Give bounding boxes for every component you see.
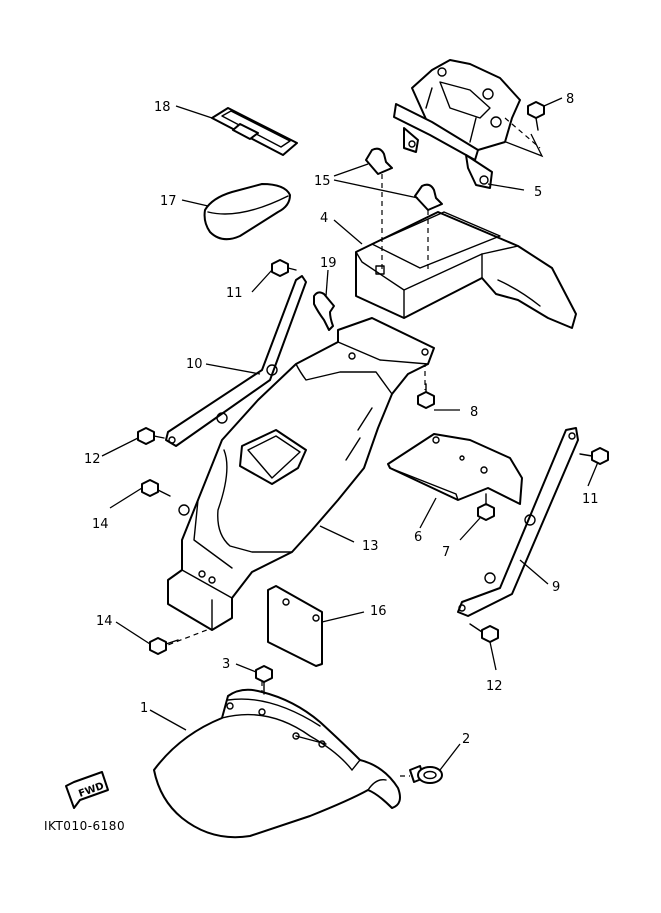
callout-7: 7 xyxy=(442,545,450,560)
callout-labels: 18 17 8 15 5 4 11 19 10 8 12 11 14 13 6 … xyxy=(84,92,599,747)
callout-18: 18 xyxy=(154,100,171,115)
callout-8-upper: 8 xyxy=(566,92,574,107)
callout-11-right: 11 xyxy=(582,492,599,507)
part-13-rear-fender xyxy=(167,317,435,631)
callout-14-upper: 14 xyxy=(92,517,109,532)
callout-16: 16 xyxy=(370,604,387,619)
bolt-11-upper xyxy=(271,259,297,277)
callout-4: 4 xyxy=(320,211,328,226)
callout-11-upper: 11 xyxy=(226,286,243,301)
callout-9: 9 xyxy=(552,580,560,595)
bolt-12-left xyxy=(137,427,165,445)
bolt-8-upper xyxy=(527,101,545,131)
callout-12-right: 12 xyxy=(486,679,503,694)
part-17-cushion xyxy=(203,183,291,241)
fwd-arrow-icon: FWD xyxy=(65,771,109,809)
part-10-stay-left xyxy=(165,275,307,447)
grommet-2 xyxy=(409,765,443,784)
bolt-3 xyxy=(255,665,273,695)
callout-8-lower: 8 xyxy=(470,405,478,420)
callout-2: 2 xyxy=(462,732,470,747)
part-16-plate xyxy=(267,585,323,667)
callout-3: 3 xyxy=(222,657,230,672)
part-19-bracket xyxy=(313,291,335,331)
callout-10: 10 xyxy=(186,357,203,372)
part-5-bracket xyxy=(393,59,521,189)
callout-12-left: 12 xyxy=(84,452,101,467)
part-4-battery-box xyxy=(355,211,577,329)
part-18-band xyxy=(211,107,298,156)
part-15-clips xyxy=(365,147,443,211)
bolt-8-lower xyxy=(417,383,435,409)
leader-lines xyxy=(101,97,599,771)
diagram-code: IKT010-6180 xyxy=(44,819,125,833)
callout-15: 15 xyxy=(314,174,331,189)
part-6-cover-plate xyxy=(387,433,523,505)
callout-17: 17 xyxy=(160,194,177,209)
part-9-stay-right xyxy=(457,427,579,617)
bolt-12-right xyxy=(469,623,499,643)
bolt-7 xyxy=(477,493,495,521)
bolt-14-upper xyxy=(141,479,171,497)
callout-14-lower: 14 xyxy=(96,614,113,629)
part-1-front-fender xyxy=(153,688,401,839)
callout-5: 5 xyxy=(534,185,542,200)
callout-13: 13 xyxy=(362,539,379,554)
bolt-14-lower xyxy=(149,637,179,655)
bolt-11-right xyxy=(579,447,609,465)
callout-6: 6 xyxy=(414,530,422,545)
callout-19: 19 xyxy=(320,256,337,271)
callout-1: 1 xyxy=(140,701,148,716)
